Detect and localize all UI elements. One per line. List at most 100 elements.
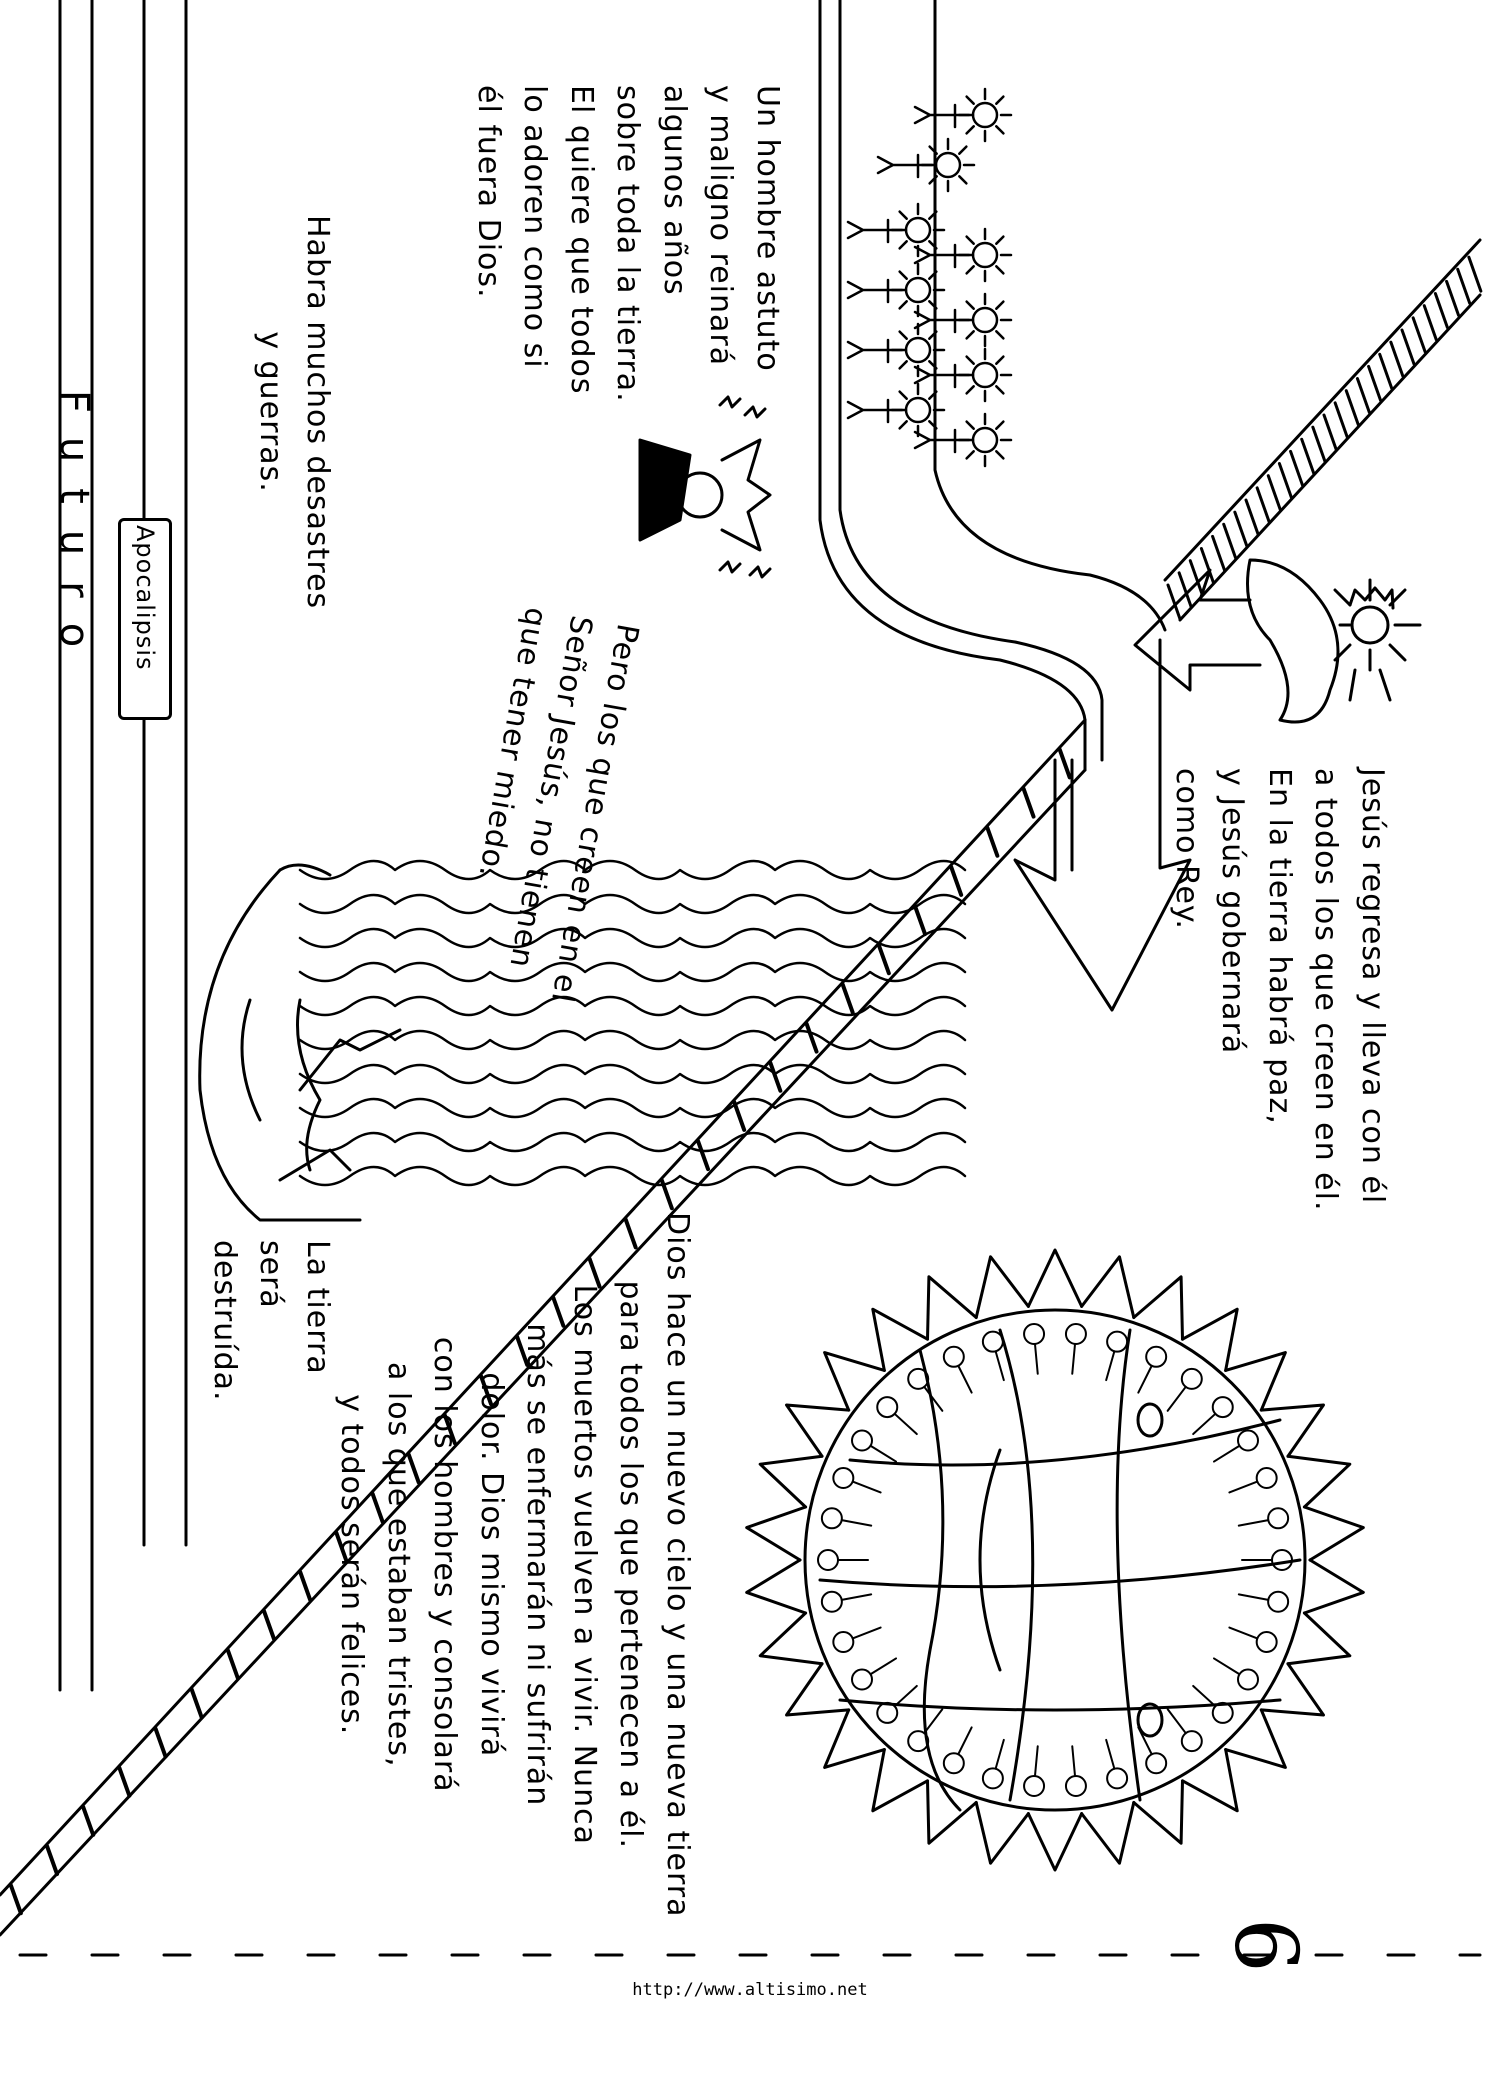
halo-ray — [928, 420, 938, 430]
flame-wave — [298, 1029, 967, 1051]
rail-tie — [1433, 292, 1449, 330]
sun-rays — [745, 1248, 1365, 1872]
ring-figure-head — [1106, 1767, 1129, 1790]
ring-figure-body — [893, 1412, 918, 1436]
text-line: El quiere que todos — [564, 85, 599, 395]
sun-ray — [974, 1255, 1030, 1319]
text-line: y Jesús gobernará — [1215, 768, 1251, 1055]
halo-ray — [898, 210, 908, 220]
sun-ray — [1286, 1454, 1352, 1509]
rail-tie — [117, 1765, 132, 1798]
halo-ray — [995, 420, 1005, 430]
rail-tie — [1322, 413, 1338, 451]
ring-figure-head — [1145, 1345, 1168, 1368]
ring-figure-body — [1228, 1626, 1259, 1640]
halo-ray — [898, 330, 908, 340]
halo-ray — [928, 270, 938, 280]
timeline-label: Futuro — [51, 390, 97, 674]
text-line: algunos años — [657, 85, 692, 296]
rail-tie — [1244, 498, 1260, 536]
happy-people-ring — [817, 1322, 1293, 1798]
upper-rail-ties — [1166, 255, 1483, 621]
ring-figure-head — [1236, 1429, 1259, 1452]
flame-wave — [298, 859, 967, 881]
rail-tie — [1389, 340, 1405, 378]
ring-figure-head — [1255, 1631, 1278, 1654]
people-figures — [846, 87, 1013, 468]
figure-head — [904, 276, 932, 304]
halo-ray — [995, 125, 1005, 135]
ring-figure-head — [817, 1549, 839, 1571]
sun-ray — [1026, 1812, 1084, 1872]
rail-tie — [515, 1334, 530, 1367]
halo-ray — [965, 95, 975, 105]
halo-ray — [898, 420, 908, 430]
ring-figure-body — [1192, 1412, 1217, 1436]
rail-tie — [551, 1295, 566, 1328]
halo-ray — [928, 390, 938, 400]
rail-tie — [262, 1609, 277, 1642]
figure-head — [971, 361, 999, 389]
text-line: Los muertos vuelven a vivir. Nunca — [567, 1284, 602, 1845]
rail-tie — [1188, 559, 1204, 597]
left-arrow — [1133, 568, 1262, 692]
halo-ray — [965, 235, 975, 245]
figure-head — [934, 151, 962, 179]
figure-head — [971, 101, 999, 129]
flame-wave — [298, 995, 967, 1017]
book-label: Apocalipsis — [131, 525, 159, 671]
rail-tie — [334, 1530, 349, 1563]
halo-ray — [928, 210, 938, 220]
ring-figure-body — [1237, 1519, 1270, 1527]
halo-ray — [965, 300, 975, 310]
ring-figure-head — [1180, 1730, 1203, 1753]
rail-tie — [81, 1804, 96, 1837]
flame-wave — [298, 1131, 967, 1153]
ring-figure-body — [1228, 1480, 1259, 1494]
sun-ray — [758, 1611, 824, 1666]
rail-tie — [1177, 571, 1193, 609]
rail-tie — [1311, 425, 1327, 463]
ring-figure-head — [981, 1767, 1004, 1790]
ring-figure-body — [840, 1593, 873, 1601]
ring-figure-head — [832, 1631, 855, 1654]
ring-figure-head — [876, 1701, 899, 1724]
ring-figure-head — [1236, 1668, 1259, 1691]
rail-tie — [1456, 267, 1472, 305]
ring-figure-body — [1192, 1684, 1217, 1708]
rail-tie — [949, 864, 964, 897]
rail-tie — [479, 1374, 494, 1407]
rail-tie — [876, 943, 891, 976]
halo-ray — [965, 450, 975, 460]
rail-tie — [1355, 377, 1371, 415]
halo-ray — [928, 300, 938, 310]
text-line: Dios hace un nuevo cielo y una nueva tie… — [660, 1212, 695, 1918]
figure-body — [913, 243, 975, 269]
new-earth — [803, 1308, 1307, 1812]
footer-url[interactable]: http://www.altisimo.net — [632, 1980, 868, 2000]
ring-figure-head — [1267, 1590, 1290, 1613]
rail-tie — [1344, 389, 1360, 427]
rail-tie — [298, 1569, 313, 1602]
halo-ray — [928, 360, 938, 370]
diagonal-rail-ties — [8, 747, 1072, 1916]
rail-tie — [1277, 462, 1293, 500]
ring-figure-head — [820, 1507, 843, 1530]
rail-tie — [1222, 522, 1238, 560]
sun-ray — [1259, 1403, 1325, 1458]
ring-figure-head — [1271, 1549, 1293, 1571]
figure-body — [846, 278, 908, 304]
halo-ray — [965, 385, 975, 395]
text-line: Habra muchos desastres — [300, 215, 335, 610]
figure-body — [913, 363, 975, 389]
text-line: sobre toda la tierra. — [610, 85, 646, 403]
sun-ray — [1181, 1748, 1239, 1813]
flame-wave — [298, 1097, 967, 1119]
rail-tie — [1255, 486, 1271, 524]
halo-ray — [928, 240, 938, 250]
ring-figure-head — [1180, 1367, 1203, 1390]
halo-ray — [928, 175, 938, 185]
rail-tie — [8, 1883, 23, 1916]
ring-figure-head — [851, 1429, 874, 1452]
ring-figure-head — [1064, 1322, 1087, 1345]
